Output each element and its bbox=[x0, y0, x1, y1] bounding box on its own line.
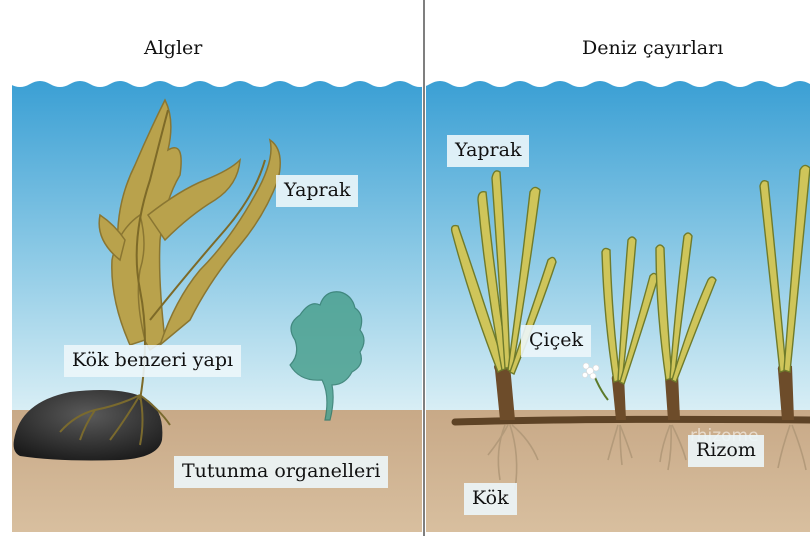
label-holdfast: Tutunma organelleri bbox=[174, 456, 388, 488]
label-seagrass-leaf: Yaprak bbox=[447, 135, 529, 167]
label-root: Kök bbox=[464, 483, 517, 515]
label-alga-leaf: Yaprak bbox=[276, 175, 358, 207]
left-panel-title: Algler bbox=[136, 34, 210, 63]
right-panel-title: Deniz çayırları bbox=[574, 34, 731, 63]
label-rhizome: Rizom bbox=[688, 435, 764, 467]
label-root-like-structure: Kök benzeri yapı bbox=[64, 345, 241, 377]
label-flower: Çiçek bbox=[521, 325, 591, 357]
